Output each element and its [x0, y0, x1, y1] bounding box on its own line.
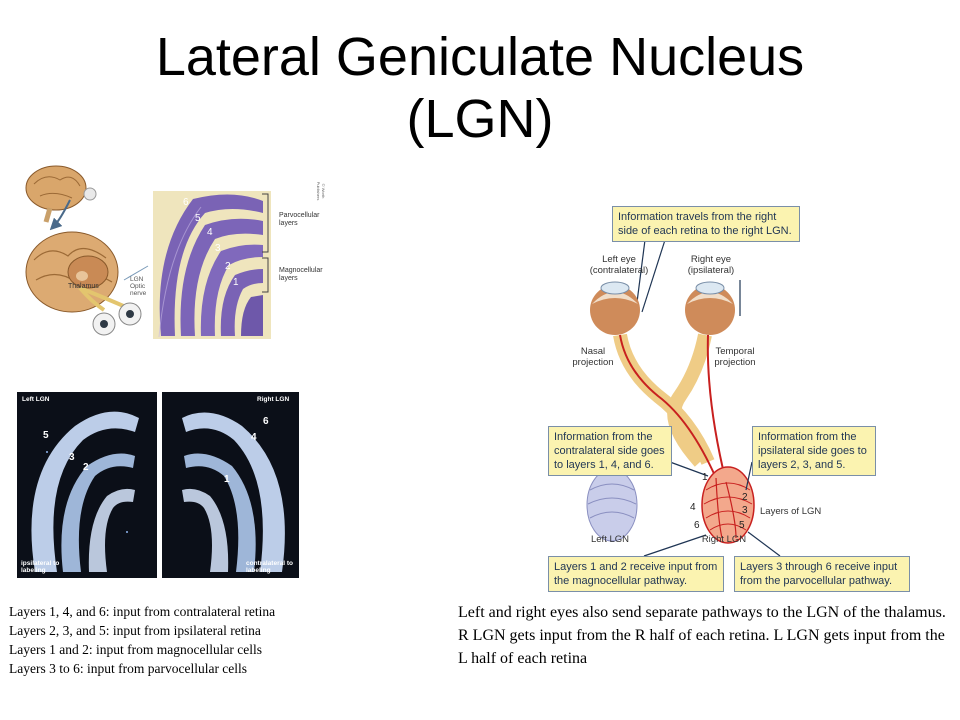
stain-layer-3: 3: [215, 243, 221, 254]
micrograph-left: Left LGN 5 3 2 ipsilateral to labeling: [17, 392, 157, 578]
micrograph-left-drawing: [31, 411, 140, 572]
micrograph-left-title: Left LGN: [22, 396, 50, 403]
top-callout: Information travels from the right side …: [612, 206, 800, 242]
stain-layer-5: 5: [195, 213, 201, 224]
ipsilateral-callout: Information from the ipsilateral side go…: [752, 426, 876, 476]
note-4: Layers 3 to 6: input from parvocellular …: [9, 661, 248, 676]
parvo-callout: Layers 3 through 6 receive input from th…: [734, 556, 910, 592]
lgn-label-text: LGN: [130, 276, 144, 283]
lgn-layer-1: 1: [702, 472, 708, 483]
lgn-layer-5: 5: [739, 520, 745, 531]
micrograph-right-6: 6: [263, 416, 269, 427]
micrograph-right-1: 1: [224, 474, 230, 485]
micrograph-right-4: 4: [251, 432, 257, 443]
contralateral-callout: Information from the contralateral side …: [548, 426, 672, 476]
micrograph-left-3: 3: [69, 452, 75, 463]
note-3: Layers 1 and 2: input from magnocellular…: [9, 642, 263, 657]
title-line-2: (LGN): [406, 89, 554, 149]
left-lgn-label: Left LGN: [590, 534, 630, 545]
pathway-paragraph: Left and right eyes also send separate p…: [458, 604, 946, 667]
stain-layer-6: 6: [183, 197, 189, 208]
lgn-layer-6: 6: [694, 520, 700, 531]
lgn-layer-4: 4: [690, 502, 696, 513]
micrograph-right-caption: contralateral to labeling: [246, 560, 293, 574]
stain-layer-4: 4: [207, 227, 213, 238]
lgn-layer-3: 3: [742, 505, 748, 516]
thalamus-label: Thalamus: [68, 283, 99, 290]
micrograph-left-5: 5: [43, 430, 49, 441]
note-2: Layers 2, 3, and 5: input from ipsilater…: [9, 623, 261, 638]
micrograph-right-title: Right LGN: [257, 396, 290, 403]
brain-illustration: Thalamus LGN Optic nerve: [20, 160, 150, 340]
right-lgn-label: Right LGN: [701, 534, 747, 545]
magnocellular-label: Magnocellular layers: [279, 267, 323, 282]
lgn-stained-section: 6 5 4 3 2 1: [153, 191, 271, 339]
layer-notes: Layers 1, 4, and 6: input from contralat…: [9, 602, 429, 678]
pathway-diagram: Information travels from the right side …: [540, 200, 960, 595]
slide-title: Lateral Geniculate Nucleus (LGN): [0, 26, 960, 150]
left-eye-label: Left eye (contralateral): [589, 254, 649, 276]
micrograph-right-drawing: [182, 412, 285, 572]
optic-nerve-label: Optic nerve: [130, 283, 147, 297]
title-line-1: Lateral Geniculate Nucleus: [155, 27, 805, 87]
figure-credit: © Worth Publishers: [316, 181, 326, 201]
lgn-label: LGN Optic nerve: [130, 276, 160, 297]
nasal-label: Nasal projection: [572, 346, 614, 368]
stained-layers: [158, 194, 263, 338]
micrograph-left-caption: ipsilateral to labeling: [21, 560, 60, 574]
magno-callout: Layers 1 and 2 receive input from the ma…: [548, 556, 724, 592]
layer-brackets: [262, 193, 269, 293]
temporal-label: Temporal projection: [714, 346, 756, 368]
note-1: Layers 1, 4, and 6: input from contralat…: [9, 604, 276, 619]
parvocellular-label: Parvocellular layers: [279, 212, 320, 227]
pathway-drawing: [586, 239, 781, 557]
stain-layer-1: 1: [233, 277, 239, 288]
lgn-layer-2: 2: [742, 492, 748, 503]
layers-of-lgn-label: Layers of LGN: [760, 506, 822, 517]
micrograph-right: Right LGN 6 4 1 contralateral to labelin…: [162, 392, 299, 578]
right-eye-label: Right eye (ipsilateral): [687, 254, 735, 276]
stain-layer-2: 2: [225, 261, 231, 272]
brain-drawing: Thalamus: [25, 165, 149, 336]
micrograph-left-2: 2: [83, 462, 89, 473]
